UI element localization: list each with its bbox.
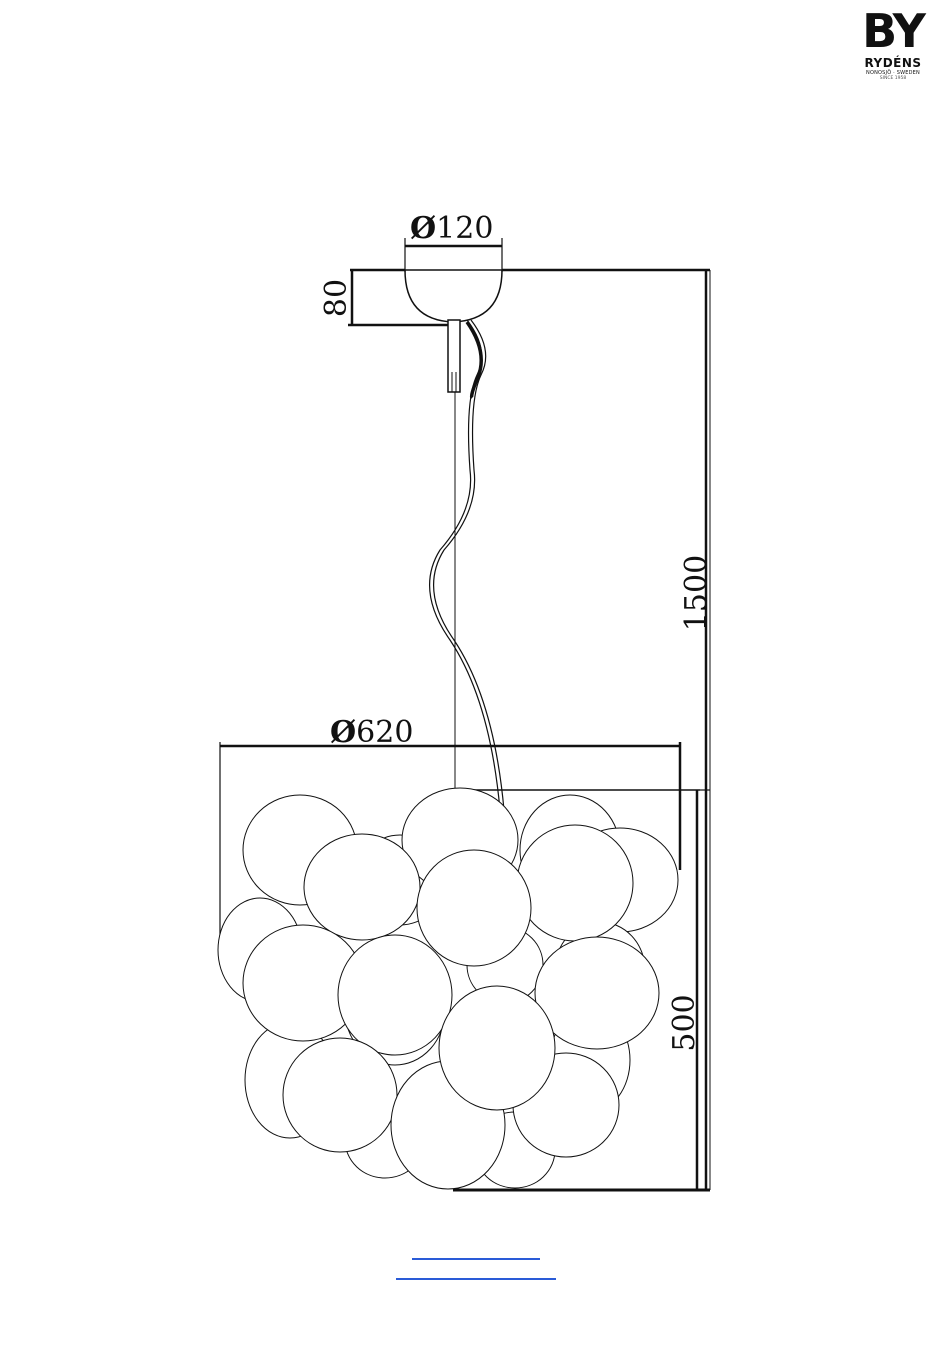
canopy-diameter-value: 120 — [436, 211, 493, 246]
glass-globe-cluster — [218, 788, 678, 1189]
link-underline[interactable] — [396, 1278, 556, 1280]
globe — [338, 935, 452, 1055]
canopy-diameter-label: Ø120 — [410, 214, 493, 244]
globe — [417, 850, 531, 966]
power-cable — [430, 320, 500, 810]
shade-height-label: 500 — [670, 993, 700, 1053]
link-underline[interactable] — [412, 1258, 540, 1260]
shade-diameter-label: Ø620 — [330, 718, 413, 748]
globe — [304, 834, 420, 940]
globe — [439, 986, 555, 1110]
globe — [283, 1038, 397, 1152]
total-height-label: 1500 — [682, 553, 712, 633]
globe — [517, 825, 633, 941]
canopy-height-label: 80 — [322, 273, 352, 323]
cord-grip — [448, 320, 460, 392]
shade-diameter-value: 620 — [356, 715, 413, 750]
ceiling-canopy — [405, 270, 502, 322]
